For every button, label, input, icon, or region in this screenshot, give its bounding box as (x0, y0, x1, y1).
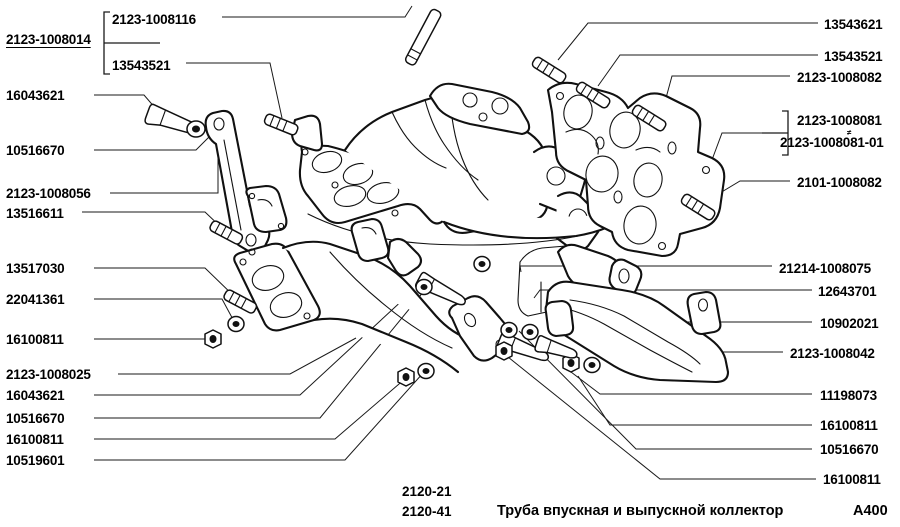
part-label-13543521-right[interactable]: 13543521 (824, 49, 883, 64)
leader-lines-right (502, 22, 818, 480)
leader-lines-left (82, 5, 425, 461)
part-label-2123-1008014[interactable]: 2123-1008014 (6, 32, 91, 47)
part-label-2123-1008082[interactable]: 2123-1008082 (797, 70, 882, 85)
exhaust-gasket-drawing (546, 81, 726, 258)
part-label-10516670-upper[interactable]: 10516670 (6, 143, 65, 158)
fastener-group-lower (204, 220, 601, 387)
fastener-group-top-left (144, 103, 299, 255)
part-label-2123-1008081-01[interactable]: 2123-1008081-01 (780, 135, 884, 150)
part-label-16100811-left-upper[interactable]: 16100811 (6, 332, 64, 347)
intake-manifold-drawing (290, 82, 630, 252)
part-label-21214-1008075[interactable]: 21214-1008075 (779, 261, 871, 276)
part-label-16043621-upper[interactable]: 16043621 (6, 88, 65, 103)
part-label-16100811-left-lower[interactable]: 16100811 (6, 432, 64, 447)
part-label-2101-1008082[interactable]: 2101-1008082 (797, 175, 882, 190)
part-label-16043621-lower[interactable]: 16043621 (6, 388, 65, 403)
part-label-22041361[interactable]: 22041361 (6, 292, 65, 307)
part-label-2123-1008081[interactable]: 2123-1008081 (797, 113, 882, 128)
part-label-10516670-right[interactable]: 10516670 (820, 442, 879, 457)
caption-sheet-code: A400 (853, 503, 888, 519)
part-label-13516611[interactable]: 13516611 (6, 206, 64, 221)
stud-group-top-right (404, 8, 716, 221)
part-label-12643701[interactable]: 12643701 (818, 284, 877, 299)
part-label-16100811-right-lower[interactable]: 16100811 (823, 472, 881, 487)
part-label-2123-1008025[interactable]: 2123-1008025 (6, 367, 91, 382)
part-label-13543521[interactable]: 13543521 (112, 58, 171, 73)
part-label-10519601[interactable]: 10519601 (6, 453, 65, 468)
caption-model-number-1: 2120-21 (402, 484, 452, 499)
part-label-13517030[interactable]: 13517030 (6, 261, 65, 276)
part-label-11198073[interactable]: 11198073 (820, 388, 877, 403)
part-label-10902021[interactable]: 10902021 (820, 316, 879, 331)
heat-shield-drawing (517, 243, 730, 384)
exhaust-pipe-drawing (233, 184, 514, 374)
part-label-2123-1008116[interactable]: 2123-1008116 (112, 12, 196, 27)
variant-not-equal-icon: ≠ (847, 128, 852, 137)
caption-title: Труба впускная и выпускной коллектор (497, 503, 784, 519)
part-label-2123-1008042[interactable]: 2123-1008042 (790, 346, 875, 361)
part-label-10516670-lower[interactable]: 10516670 (6, 411, 65, 426)
part-label-13543621[interactable]: 13543621 (824, 17, 883, 32)
caption-model-number-2: 2120-41 (402, 504, 452, 519)
part-label-2123-1008056[interactable]: 2123-1008056 (6, 186, 91, 201)
part-label-16100811-right-upper[interactable]: 16100811 (820, 418, 878, 433)
